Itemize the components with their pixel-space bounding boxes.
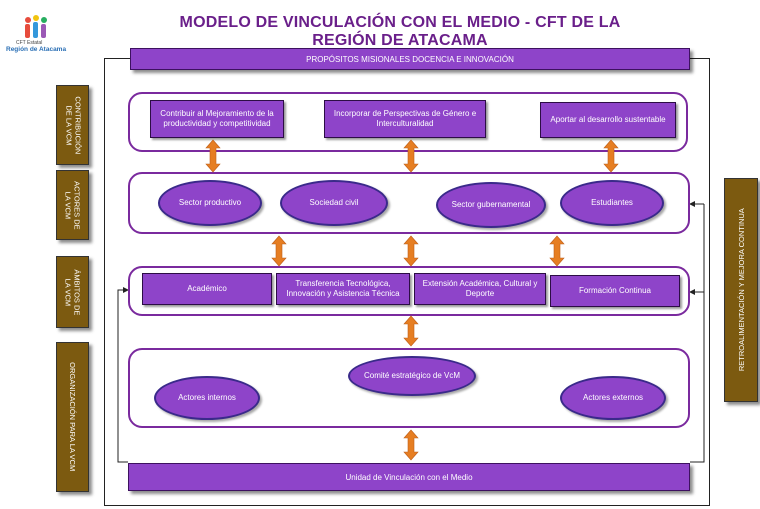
ambito-box-3: Extensión Académica, Cultural y Deporte xyxy=(414,273,546,305)
ambito-box-1: Académico xyxy=(142,273,272,305)
logo-line-1: CFT Estatal xyxy=(16,40,43,46)
double-arrow-4 xyxy=(271,235,287,267)
bottom-bar: Unidad de Vinculación con el Medio xyxy=(128,463,690,491)
contribucion-box-2: Incorporar de Perspectivas de Género e I… xyxy=(324,100,486,138)
contribucion-box-1: Contribuir al Mejoramiento de la product… xyxy=(150,100,284,138)
actores-internos-oval: Actores internos xyxy=(154,376,260,420)
actores-externos-oval: Actores externos xyxy=(560,376,666,420)
logo-line-2: Región de Atacama xyxy=(6,46,67,53)
side-label-retroalimentacion: RETROALIMENTACIÓN Y MEJORA CONTINUA xyxy=(724,178,758,402)
side-label-contribucion: CONTRIBUCIÓN DE LA VCM xyxy=(56,85,89,165)
double-arrow-8 xyxy=(403,429,419,461)
double-arrow-1 xyxy=(205,139,221,173)
contribucion-box-3: Aportar al desarrollo sustentable xyxy=(540,102,676,138)
top-bar: PROPÓSITOS MISIONALES DOCENCIA E INNOVAC… xyxy=(130,48,690,70)
actor-oval-2: Sociedad civil xyxy=(280,180,388,226)
side-label-ambitos: ÁMBITOS DE LA VCM xyxy=(56,256,89,328)
double-arrow-2 xyxy=(403,139,419,173)
actor-oval-4: Estudiantes xyxy=(560,180,664,226)
logo-icon xyxy=(25,15,47,38)
ambito-box-2: Transferencia Tecnológica, Innovación y … xyxy=(276,273,410,305)
comite-oval: Comité estratégico de VcM xyxy=(348,356,476,396)
double-arrow-7 xyxy=(403,315,419,347)
ambito-box-4: Formación Continua xyxy=(550,275,680,307)
double-arrow-5 xyxy=(403,235,419,267)
double-arrow-6 xyxy=(549,235,565,267)
page-title: MODELO DE VINCULACIÓN CON EL MEDIO - CFT… xyxy=(179,14,621,49)
double-arrow-3 xyxy=(603,139,619,173)
side-label-organizacion: ORGANIZACIÓN PARA LA VCM xyxy=(56,342,89,492)
actor-oval-3: Sector gubernamental xyxy=(436,182,546,228)
actor-oval-1: Sector productivo xyxy=(158,180,262,226)
side-label-actores: ACTORES DE LA VCM xyxy=(56,170,89,240)
